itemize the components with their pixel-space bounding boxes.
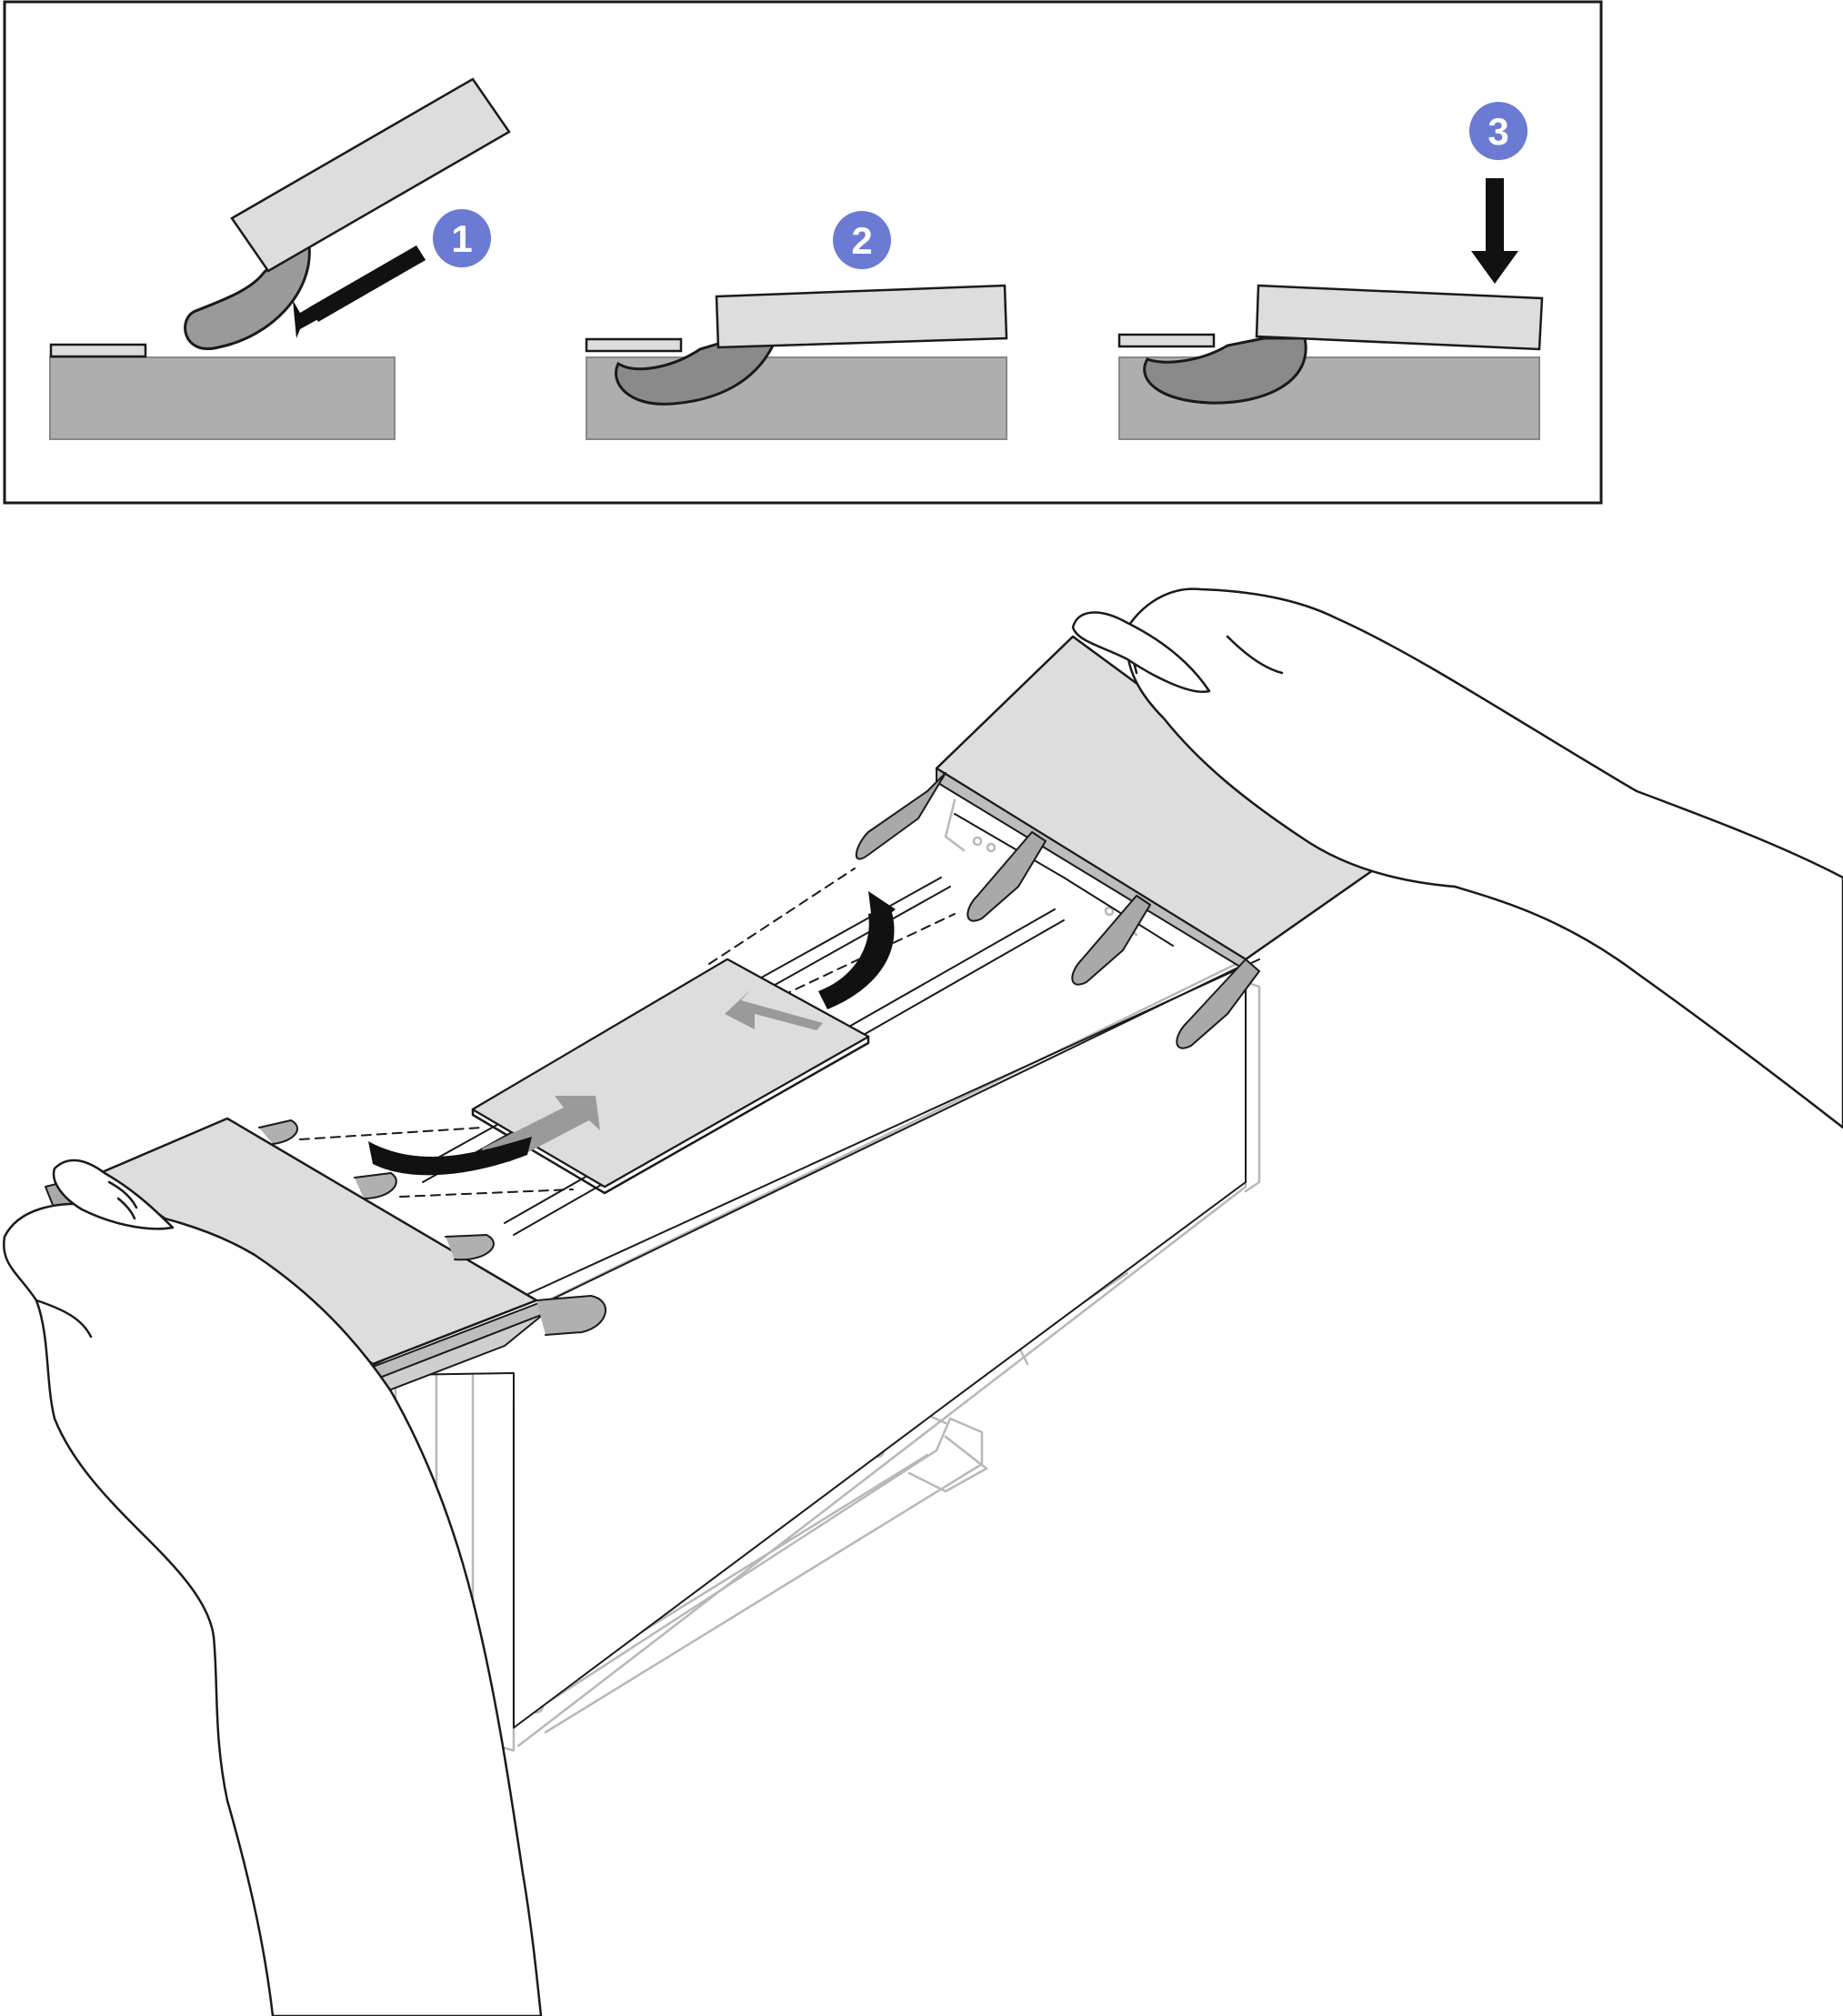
right-thumb — [1071, 611, 1211, 694]
latch-plate — [585, 337, 683, 353]
latch-plate — [49, 343, 147, 358]
pressed-card — [1255, 284, 1544, 351]
step-1-scene — [49, 77, 511, 440]
step-badge-3: 3 — [1469, 102, 1527, 160]
step-badge-1-label: 1 — [451, 217, 472, 260]
latch-plate — [1117, 333, 1216, 348]
step-badge-2-label: 2 — [851, 219, 872, 262]
right-bracket — [855, 635, 1384, 1049]
tilted-card — [230, 77, 511, 273]
rubber-tab — [615, 342, 776, 406]
press-arrow-icon — [1471, 178, 1518, 284]
insert-arrow-icon — [293, 246, 426, 338]
insulator-sheet — [471, 958, 870, 1195]
surface-block — [49, 356, 396, 440]
step-2-scene — [585, 284, 1008, 440]
flat-card — [715, 284, 1008, 349]
step-badge-2: 2 — [833, 211, 891, 269]
rubber-tab — [1143, 336, 1307, 405]
curved-arrow-icon — [368, 891, 896, 1176]
main-assembly — [2, 587, 1843, 2016]
detail-inset-panel: 1 2 3 — [3, 0, 1603, 505]
step-badge-1: 1 — [433, 209, 491, 267]
step-badge-3-label: 3 — [1487, 110, 1508, 153]
step-3-scene — [1117, 178, 1544, 440]
rubber-tab — [184, 243, 311, 350]
left-hand — [2, 1158, 543, 2016]
